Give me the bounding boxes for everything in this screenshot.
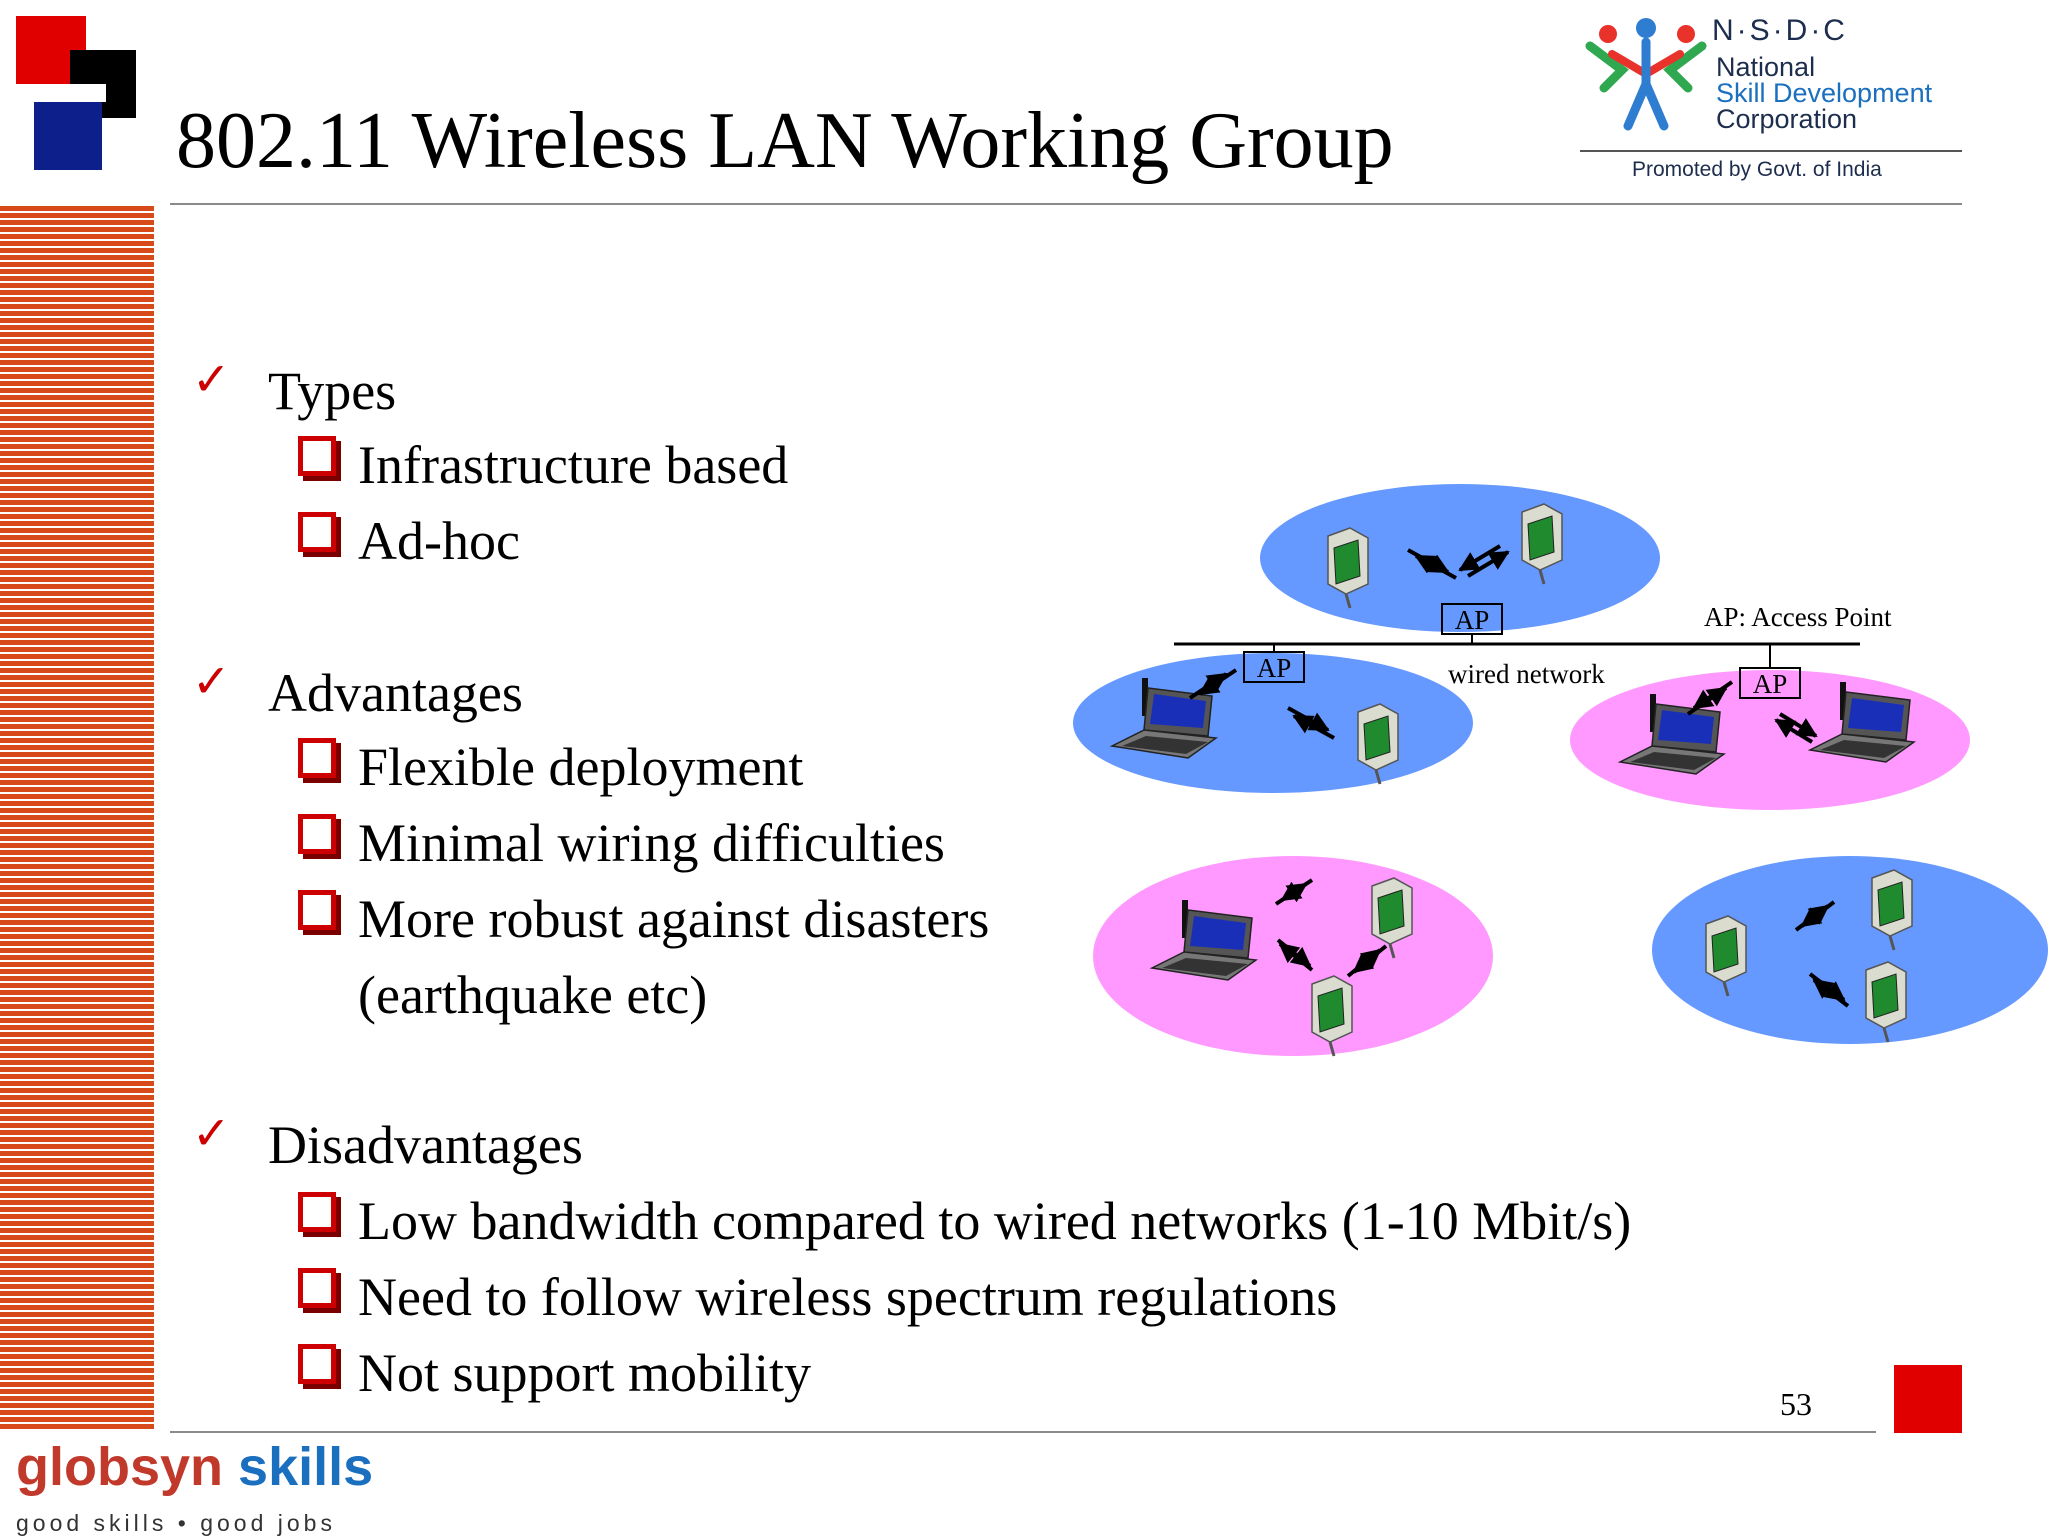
nsdc-name-line1: National: [1716, 52, 1816, 82]
wireless-link-arrow: [1692, 680, 1734, 710]
checkbox-bullet-icon: [298, 814, 336, 854]
footer-divider: [170, 1431, 1876, 1433]
wireless-link-arrow: [1458, 544, 1502, 572]
bullet-item: Flexible deployment: [358, 737, 804, 797]
title-divider: [170, 203, 1962, 205]
wireless-link-arrow: [1292, 714, 1335, 740]
section-heading-types: Types: [268, 361, 397, 421]
ap-box: [1441, 603, 1503, 635]
wireless-link-arrow: [1778, 712, 1818, 738]
left-striped-bar: [0, 206, 154, 1431]
wlan-diagram: AP AP AP AP: Access Point wired network: [1073, 484, 2048, 1058]
nsdc-name-line3: Corporation: [1716, 104, 1858, 134]
section-heading-disadvantages: Disadvantages: [268, 1115, 583, 1175]
ap-legend: AP: Access Point: [1704, 602, 1892, 632]
ap-box: [1739, 667, 1801, 699]
checkbox-bullet-icon: [298, 738, 336, 778]
wireless-link-arrow: [1278, 942, 1314, 972]
checkbox-bullet-icon: [298, 1192, 336, 1232]
bullet-item: More robust against disasters: [358, 889, 990, 949]
bullet-item: Ad-hoc: [358, 511, 520, 571]
globsyn-word: globsyn: [16, 1437, 224, 1497]
wireless-link-arrow: [1812, 978, 1850, 1008]
checkbox-bullet-icon: [298, 1344, 336, 1384]
checkbox-bullet-icon: [298, 436, 336, 476]
nsdc-divider: [1580, 150, 1962, 152]
bullet-item: Infrastructure based: [358, 435, 789, 495]
checkmark-icon: ✓: [192, 1106, 231, 1160]
logo-square-gap: [70, 84, 106, 102]
cell-blue-adhoc: [1652, 856, 2048, 1044]
wireless-link-arrow: [1198, 668, 1238, 696]
globsyn-logo: globsyn skills: [16, 1436, 373, 1498]
bullet-item: Minimal wiring difficulties: [358, 813, 945, 873]
checkbox-bullet-icon: [298, 890, 336, 930]
wireless-link-arrow: [1466, 550, 1510, 578]
wireless-link-arrow: [1774, 718, 1814, 744]
bullet-item: Low bandwidth compared to wired networks…: [358, 1191, 1632, 1251]
skills-word: skills: [238, 1437, 374, 1497]
wireless-link-arrow: [1352, 944, 1388, 974]
wired-network-label: wired network: [1448, 659, 1605, 689]
footer-red-square: [1894, 1365, 1962, 1433]
wireless-link-arrow: [1414, 554, 1457, 580]
bullet-item: Need to follow wireless spectrum regulat…: [358, 1267, 1338, 1327]
wireless-link-arrow: [1800, 900, 1836, 928]
bullet-item: Not support mobility: [358, 1343, 812, 1403]
checkmark-icon: ✓: [192, 352, 231, 406]
nsdc-acronym: N·S·D·C: [1712, 14, 1848, 47]
slide-title: 802.11 Wireless LAN Working Group: [176, 97, 1394, 185]
bullet-item-continuation: (earthquake etc): [358, 965, 708, 1025]
ap-label: AP: [1753, 669, 1788, 699]
ap-label: AP: [1455, 605, 1490, 635]
checkbox-bullet-icon: [298, 1268, 336, 1308]
nsdc-figures-icon: [1585, 18, 1707, 131]
section-heading-advantages: Advantages: [268, 663, 523, 723]
checkmark-icon: ✓: [192, 654, 231, 708]
ap-box: [1243, 651, 1305, 683]
page-number: 53: [1780, 1386, 1812, 1422]
logo-square-blue: [34, 102, 102, 170]
nsdc-tagline: Promoted by Govt. of India: [1632, 158, 1882, 181]
nsdc-name-line2: Skill Development: [1716, 78, 1933, 108]
checkbox-bullet-icon: [298, 512, 336, 552]
globsyn-tagline: good skills • good jobs: [16, 1510, 336, 1536]
wireless-link-arrow: [1280, 878, 1314, 902]
ap-label: AP: [1257, 653, 1292, 683]
